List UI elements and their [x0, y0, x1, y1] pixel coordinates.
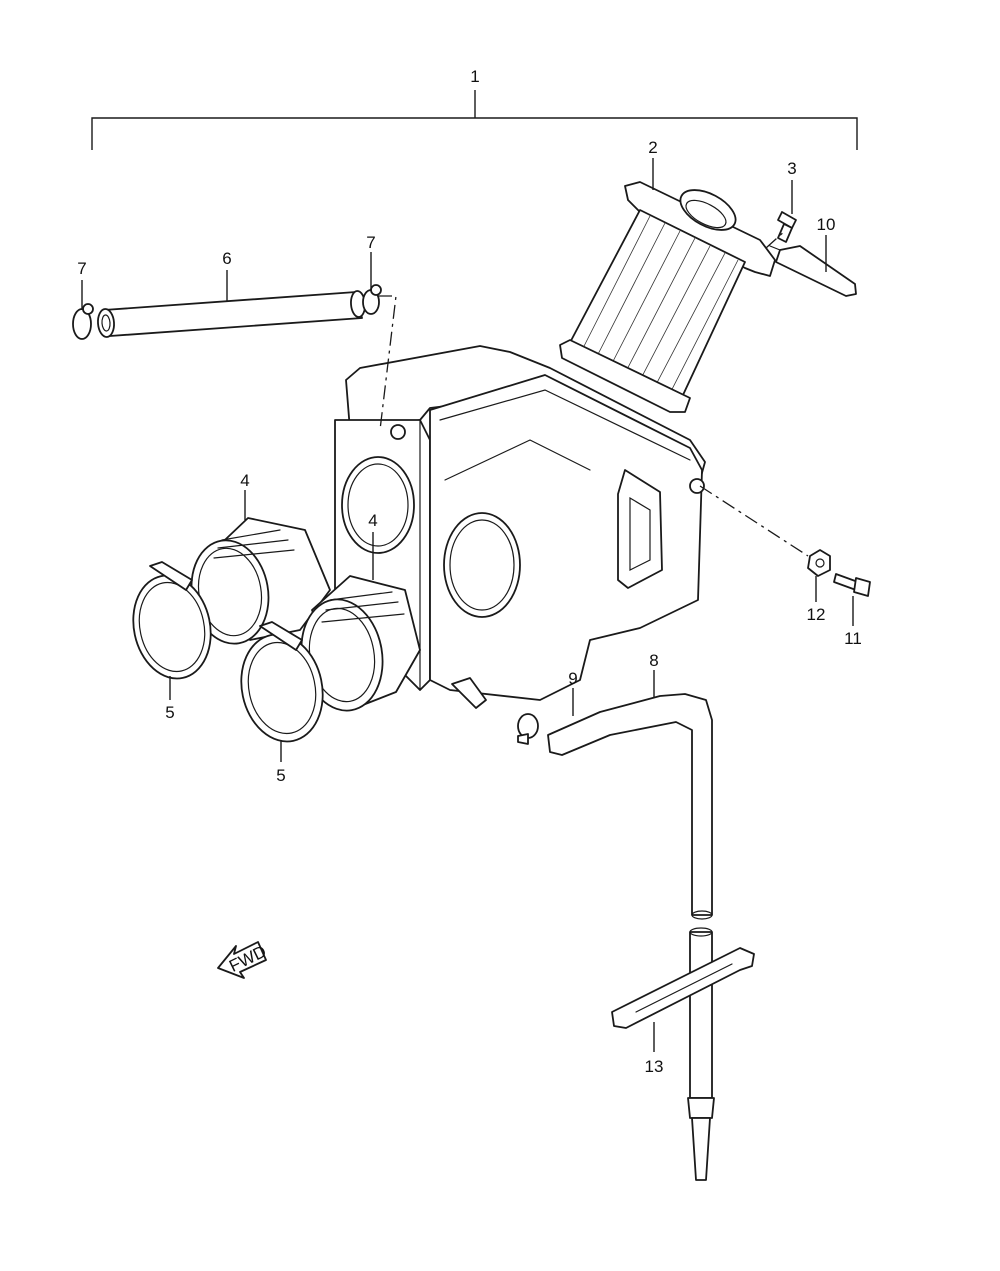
- callout-5-front: 5: [276, 766, 285, 785]
- callout-13: 13: [645, 1057, 664, 1076]
- callout-12: 12: [807, 605, 826, 624]
- callout-9: 9: [568, 669, 577, 688]
- part-8-drain-hose[interactable]: [547, 693, 715, 1181]
- part-3-screw[interactable]: [777, 211, 797, 243]
- fwd-arrow-icon: FWD: [217, 941, 269, 979]
- part-4-intake-boot-rear[interactable]: [184, 517, 331, 650]
- part-7-clamp-left[interactable]: [72, 303, 94, 340]
- part-10-clip-plate[interactable]: [769, 245, 857, 297]
- part-12-nut[interactable]: [807, 549, 831, 577]
- part-13-hose-guide[interactable]: [611, 947, 755, 1029]
- callout-6: 6: [222, 249, 231, 268]
- callout-11: 11: [844, 629, 862, 648]
- callout-4-front: 4: [368, 511, 377, 530]
- callout-7-left: 7: [77, 259, 86, 278]
- part-2-air-filter-element[interactable]: [559, 181, 776, 413]
- part-4-intake-boot-front[interactable]: [293, 575, 421, 717]
- part-11-bolt[interactable]: [833, 573, 871, 597]
- callout-10: 10: [817, 215, 836, 234]
- part-7-clamp-right[interactable]: [362, 284, 382, 315]
- callout-4-rear: 4: [240, 471, 249, 490]
- callout-7-right: 7: [366, 233, 375, 252]
- callout-8: 8: [649, 651, 658, 670]
- assembly-bracket: [91, 90, 858, 150]
- leader-lines: [81, 158, 854, 1052]
- part-6-breather-tube[interactable]: [97, 290, 366, 338]
- callout-2: 2: [648, 138, 657, 157]
- part-9-clamp[interactable]: [517, 713, 539, 745]
- callout-1: 1: [470, 67, 479, 86]
- callout-5-rear: 5: [165, 703, 174, 722]
- callout-3: 3: [787, 159, 796, 178]
- callout-labels: 1 2 3 10 6 7 7 4 4 5 5 8 9 12 11 13: [77, 67, 862, 1076]
- assembly-lines: [378, 229, 809, 557]
- part-5-hose-clamp-front[interactable]: [232, 621, 333, 749]
- part-5-hose-clamp-rear[interactable]: [124, 561, 220, 686]
